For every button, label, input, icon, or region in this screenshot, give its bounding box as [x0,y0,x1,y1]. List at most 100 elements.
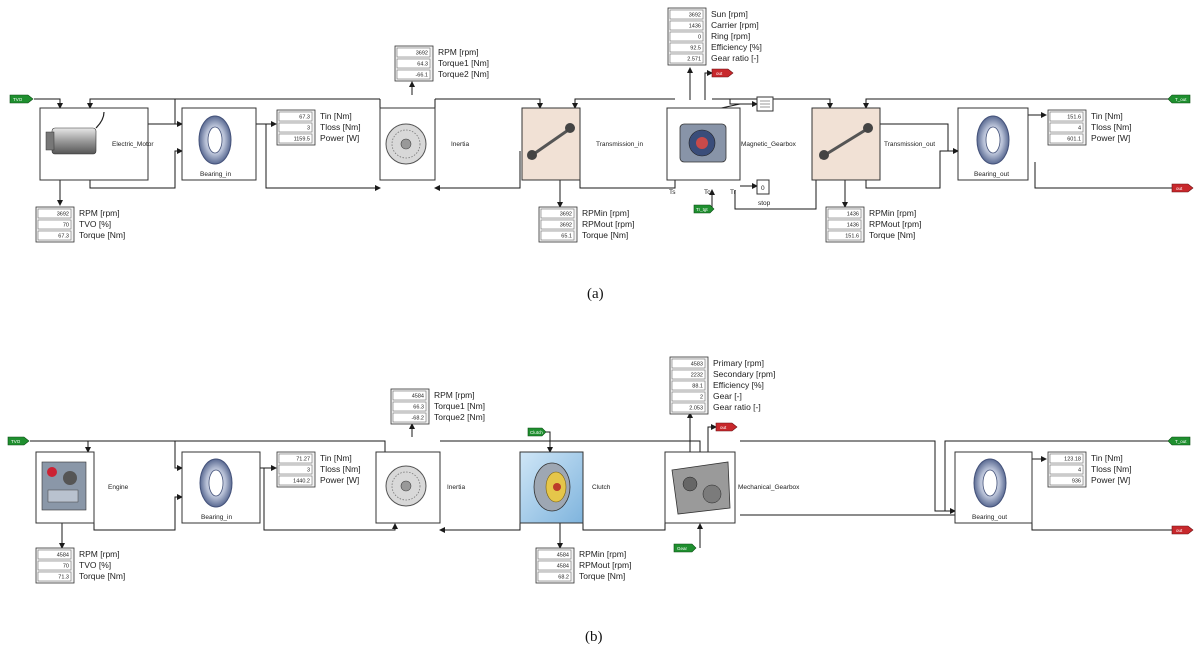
display-label: Carrier [rpm] [711,20,759,30]
bearing-out-block-b[interactable]: Bearing_out [954,451,1033,524]
svg-text:out: out [1176,186,1183,191]
transmission-in-block[interactable]: Transmission_in [521,107,643,181]
display-value: -68.2 [411,416,424,422]
display-value: 65.1 [561,234,572,240]
bearing-out-block-a[interactable]: Bearing_out [957,107,1029,181]
bearing-in-block-b[interactable]: Bearing_in [181,451,261,524]
display-label: Torque [Nm] [79,571,125,581]
electric-motor-block[interactable]: Electric_Motor [39,107,154,181]
display-cell [392,390,427,401]
display-value: 67.3 [299,115,310,121]
svg-text:Bearing_out: Bearing_out [974,171,1009,178]
display-value: 2232 [691,373,703,379]
clutch-block[interactable]: Clutch [519,451,611,524]
svg-text:Transmission_out: Transmission_out [884,141,935,148]
display-value: 4583 [691,362,703,368]
display-value: 70 [63,223,69,229]
magnetic-gearbox-block[interactable]: Magnetic_Gearbox Ts Tc Tr [666,107,797,196]
signal-tag-gear-in-b: Gear [673,543,697,553]
inertia-block-a[interactable]: Inertia [379,107,469,181]
display-label: Efficiency [%] [711,42,762,52]
display-value: 151.6 [845,234,859,240]
transmission-out-block[interactable]: Transmission_out [811,107,935,181]
svg-text:stop: stop [758,200,771,207]
engine-block[interactable]: Engine [35,451,129,524]
svg-text:Clutch: Clutch [592,484,611,491]
signal-tag-gear-in-a: Tr_tgt [693,204,715,214]
display-cell [537,549,572,560]
display-value: 2.053 [689,406,703,412]
signal-tag-out-a: out [1171,183,1194,193]
display-label: Power [W] [1091,133,1130,143]
display-label: Torque [Nm] [579,571,625,581]
display-value: 3692 [689,13,701,19]
display-cell [37,208,72,219]
signal-tag-gear-out-a: out [711,68,734,78]
svg-text:TVO: TVO [13,97,23,102]
display-value: 64.3 [417,62,428,68]
display-cell [396,58,431,69]
display-label: Power [W] [320,475,359,485]
display-cell [1049,133,1084,144]
scope-terminator [756,96,774,112]
display-cell [671,391,706,402]
display-cell [396,69,431,80]
display-value: 3 [307,126,310,132]
mechanical-gearbox-block[interactable]: Mechanical_Gearbox [664,451,800,524]
display-label: Torque [Nm] [869,230,915,240]
svg-text:Gear: Gear [677,546,688,551]
bearing-in-block-a[interactable]: Bearing_in [181,107,257,181]
display-cell [278,464,313,475]
inertia-block-b[interactable]: Inertia [375,451,465,524]
display-cell [537,571,572,582]
display-label: Tloss [Nm] [1091,464,1132,474]
display-label: Ring [rpm] [711,31,750,41]
display-label: RPM [rpm] [434,390,475,400]
display-value: 88.1 [692,384,703,390]
svg-text:Bearing_in: Bearing_in [200,171,231,178]
display-label: RPMout [rpm] [582,219,634,229]
display-cell [278,111,313,122]
display-label: Secondary [rpm] [713,369,775,379]
display-label: Torque2 [Nm] [434,412,485,422]
display-cell [278,453,313,464]
display-label: RPMin [rpm] [582,208,629,218]
display-cell [392,412,427,423]
display-label: Tin [Nm] [320,111,352,121]
display-value: -66.1 [415,73,428,79]
display-cell [669,53,704,64]
display-value: 2.571 [687,57,701,63]
display-label: RPMout [rpm] [869,219,921,229]
svg-text:out: out [720,425,727,430]
stop-block[interactable]: 0 stop [756,179,771,207]
display-value: 68.2 [558,575,569,581]
svg-text:Clutch: Clutch [530,430,543,435]
display-value: 1159.5 [294,137,310,143]
svg-text:TVO: TVO [11,439,21,444]
display-value: 0 [698,35,701,41]
svg-text:Mechanical_Gearbox: Mechanical_Gearbox [738,484,800,491]
display-value: 71.3 [58,575,69,581]
svg-text:Bearing_out: Bearing_out [972,514,1007,521]
signal-tag-tvo-a: TVO [9,94,34,104]
display-value: 4584 [412,394,424,400]
gearbox-icon [671,461,731,515]
display-cell [278,475,313,486]
display-label: Tloss [Nm] [320,122,361,132]
display-cell [827,230,862,241]
svg-text:Tr_tgt: Tr_tgt [696,207,708,212]
display-cell [671,369,706,380]
display-cell [37,230,72,241]
display-cell [540,219,575,230]
display-label: Efficiency [%] [713,380,764,390]
